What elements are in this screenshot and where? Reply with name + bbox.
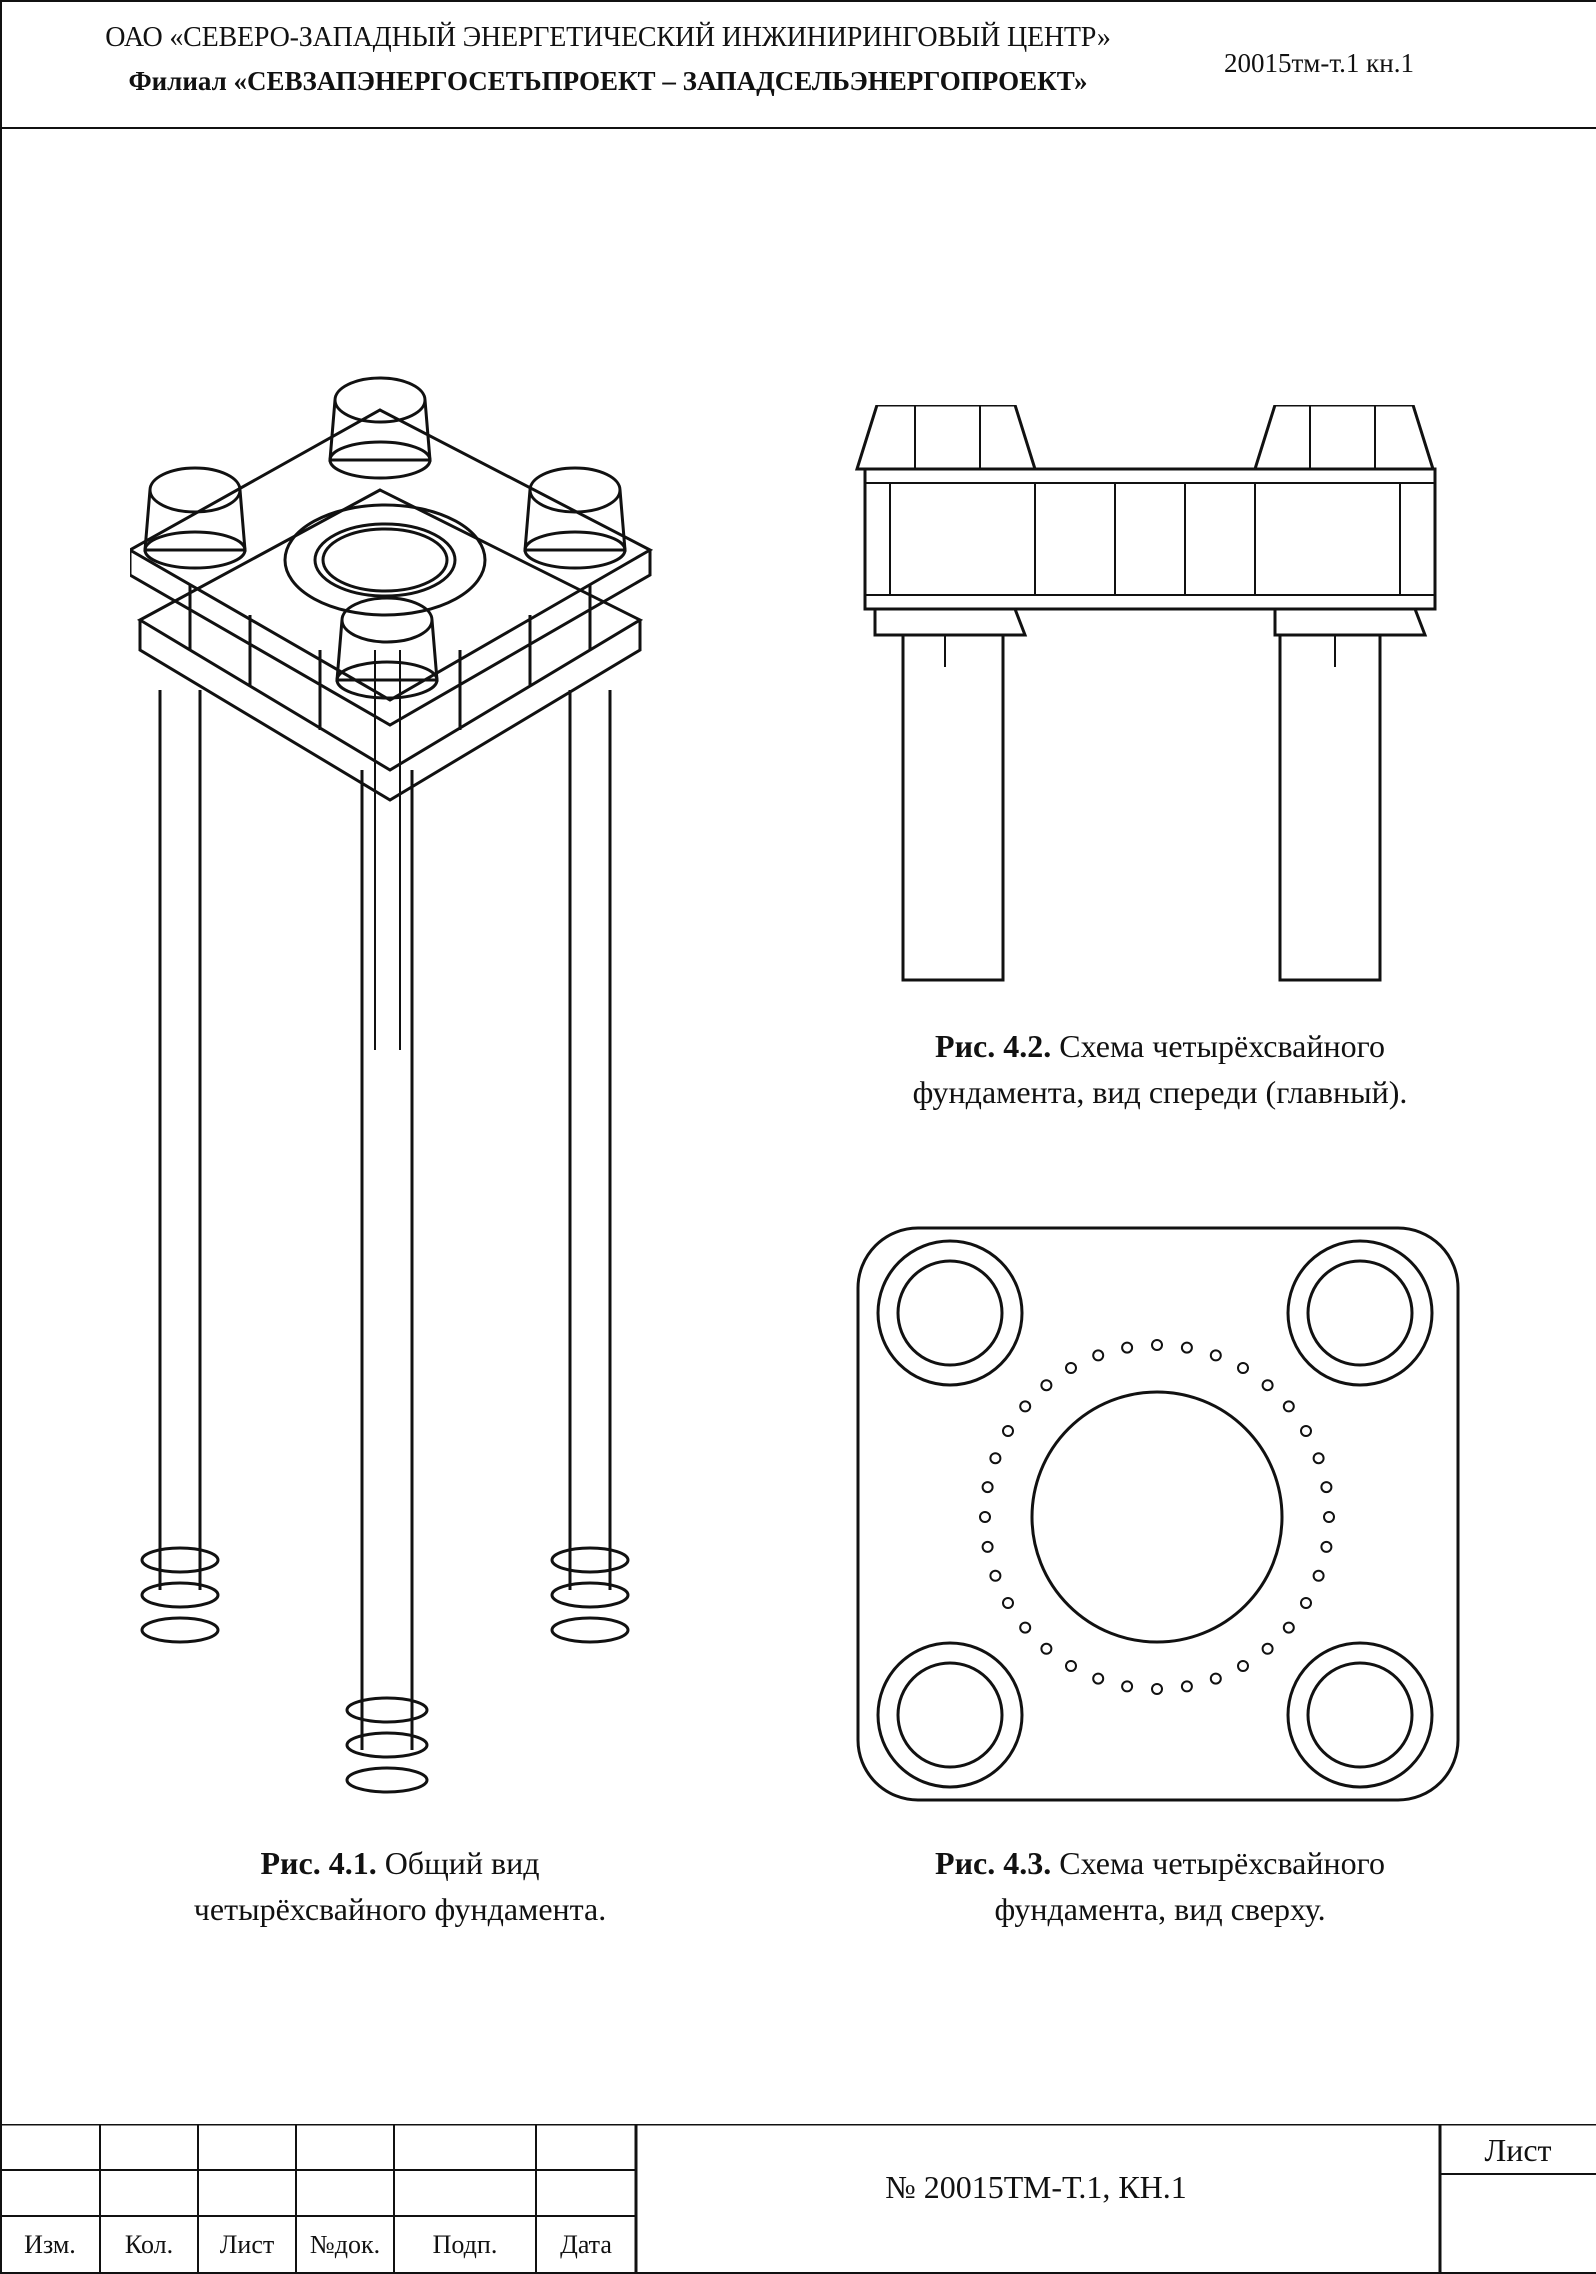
bolt-hole	[979, 1511, 991, 1523]
bolt-hole	[1040, 1379, 1053, 1392]
bolt-hole	[1040, 1642, 1053, 1655]
branch-name: Филиал «СЕВЗАПЭНЕРГОСЕТЬПРОЕКТ – ЗАПАДСЕ…	[128, 66, 1088, 96]
bolt-hole	[1019, 1400, 1032, 1413]
sheet-code: № 20015ТМ-Т.1, КН.1	[885, 2169, 1187, 2205]
figure-front-view	[855, 405, 1437, 982]
stamp-column-quantity: Кол.	[124, 2230, 174, 2259]
pile-head-bottom-left	[876, 1641, 1024, 1789]
bolt-hole	[1323, 1511, 1335, 1523]
pile-head-top-left	[876, 1239, 1024, 1387]
bolt-hole	[1282, 1400, 1295, 1413]
pile-right	[1278, 633, 1382, 982]
pile-head-right	[1252, 405, 1436, 471]
organization-name: ОАО «СЕВЕРО-ЗАПАДНЫЙ ЭНЕРГЕТИЧЕСКИЙ ИНЖИ…	[105, 22, 1111, 53]
figure-top-view	[856, 1226, 1460, 1802]
title-block	[0, 2124, 1596, 2272]
stamp-column-signature: Подп.	[432, 2230, 498, 2259]
pile-head-bottom-right	[1286, 1641, 1434, 1789]
bolt-hole	[1002, 1597, 1014, 1609]
caption-figure-4-2: Рис. 4.2. Схема четырёхсвайного фундамен…	[912, 1028, 1408, 1110]
pile-left	[158, 690, 202, 1590]
bolt-hole	[1151, 1683, 1163, 1695]
bolt-hole	[1121, 1341, 1134, 1354]
bolt-hole	[989, 1452, 1002, 1465]
bolt-hole	[981, 1540, 994, 1553]
stamp-column-revision: Изм.	[24, 2230, 76, 2259]
central-opening	[1030, 1390, 1284, 1644]
document-code: 20015тм-т.1 кн.1	[1224, 48, 1414, 78]
base-plate	[856, 1226, 1460, 1802]
bolt-hole	[989, 1569, 1002, 1582]
sheet-label: Лист	[1484, 2132, 1552, 2168]
pile-front	[360, 770, 414, 1750]
bolt-hole	[1092, 1672, 1105, 1685]
bolt-hole	[1300, 1425, 1312, 1437]
bolt-hole	[1282, 1621, 1295, 1634]
bolt-hole	[1180, 1680, 1193, 1693]
bolt-hole	[1121, 1680, 1134, 1693]
stamp-column-document-number: №док.	[309, 2230, 381, 2259]
bolt-hole	[1065, 1660, 1077, 1672]
bolt-hole-ring	[979, 1339, 1335, 1695]
bolt-hole	[1320, 1481, 1333, 1494]
pile-head-left	[143, 466, 247, 570]
pile-back	[374, 650, 401, 1050]
figure-isometric-view	[130, 376, 654, 1794]
pile-right	[568, 690, 612, 1590]
upper-plate	[130, 408, 654, 702]
bolt-hole	[1092, 1349, 1105, 1362]
bolt-hole	[1312, 1452, 1325, 1465]
bolt-hole	[1019, 1621, 1032, 1634]
pile-head-left	[855, 405, 1038, 471]
bolt-hole	[1237, 1660, 1249, 1672]
title-block-grid	[0, 2124, 1596, 2272]
bolt-hole	[1180, 1341, 1193, 1354]
pile-head-top-right	[1286, 1239, 1434, 1387]
bolt-hole	[1261, 1642, 1274, 1655]
caption-figure-4-3: Рис. 4.3. Схема четырёхсвайного фундамен…	[935, 1845, 1385, 1927]
bolt-hole	[1312, 1569, 1325, 1582]
caption-figure-4-1: Рис. 4.1. Общий вид четырёхсвайного фунд…	[193, 1845, 607, 1927]
bolt-hole	[981, 1481, 994, 1494]
pile-head-front	[335, 596, 439, 700]
pile-head-back	[328, 376, 432, 480]
bolt-hole	[1300, 1597, 1312, 1609]
bolt-hole	[1209, 1349, 1222, 1362]
bolt-hole	[1209, 1672, 1222, 1685]
stamp-column-date: Дата	[560, 2230, 612, 2259]
stamp-column-sheet: Лист	[219, 2230, 275, 2259]
pile-left	[901, 633, 1005, 982]
bolt-hole	[1320, 1540, 1333, 1553]
grillage-beam	[863, 467, 1437, 611]
bolt-hole	[1065, 1362, 1077, 1374]
title-header: ОАО «СЕВЕРО-ЗАПАДНЫЙ ЭНЕРГЕТИЧЕСКИЙ ИНЖИ…	[0, 0, 1596, 129]
bolt-hole	[1237, 1362, 1249, 1374]
bolt-hole	[1002, 1425, 1014, 1437]
bolt-hole	[1151, 1339, 1163, 1351]
bolt-hole	[1261, 1379, 1274, 1392]
pile-head-right	[523, 466, 627, 570]
